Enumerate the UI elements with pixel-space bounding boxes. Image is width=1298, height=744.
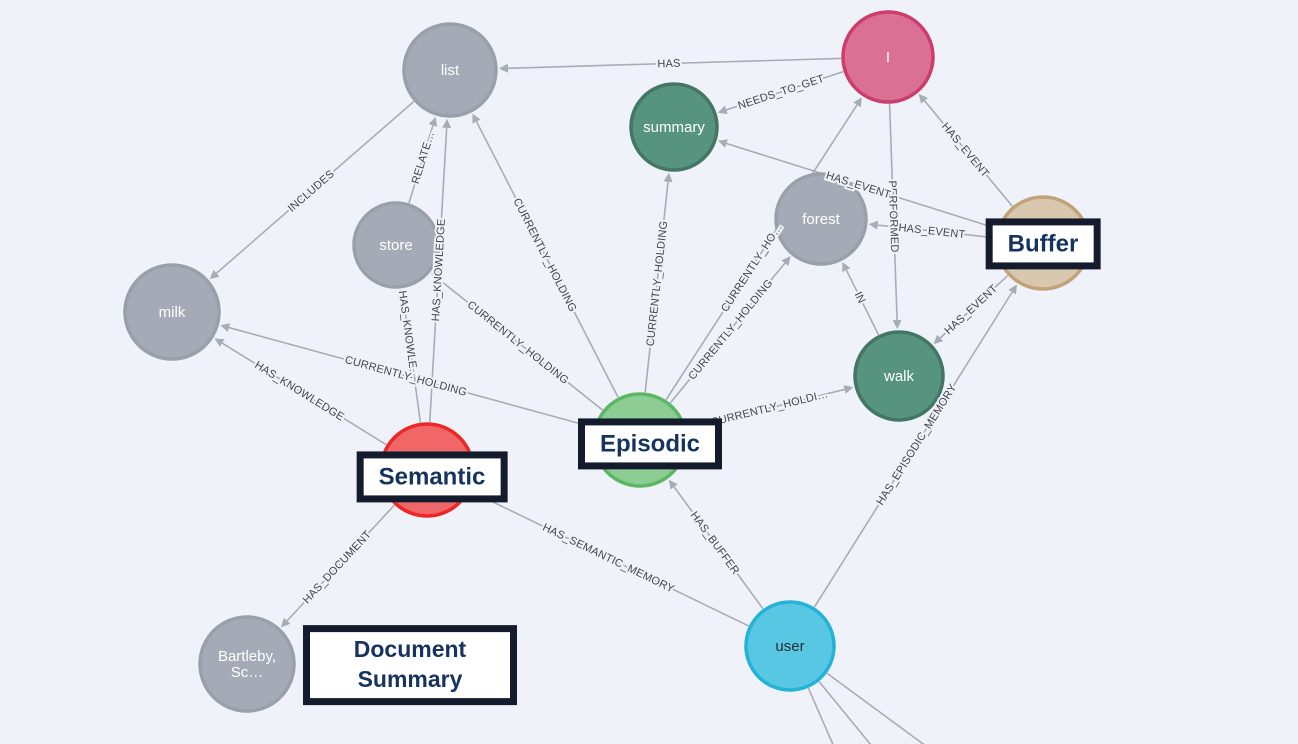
arrowhead-icon — [717, 105, 728, 115]
edge-label-currently-holdi[interactable]: CURRENTLY_HOLDI… — [708, 386, 832, 431]
graph-node-walk[interactable]: walk — [853, 330, 945, 422]
graph-edge-stub[interactable] — [826, 672, 934, 744]
graph-edge-needs-to-get[interactable] — [717, 70, 844, 115]
arrowhead-icon — [428, 116, 438, 127]
graph-edge-performed[interactable] — [888, 103, 902, 330]
graph-edge-has-buffer[interactable] — [668, 479, 764, 610]
edge-label-includes[interactable]: INCLUDES — [284, 166, 339, 217]
graph-node-episodic[interactable] — [592, 392, 688, 488]
graph-edge-has-knowle[interactable] — [398, 289, 422, 423]
arrowhead-icon — [214, 338, 225, 347]
arrowhead-icon — [431, 273, 441, 283]
graph-edge-currently-holding[interactable] — [644, 172, 673, 393]
edge-label-has-knowle[interactable]: HAS_KNOWLE… — [394, 288, 422, 382]
graph-node-semantic[interactable] — [379, 422, 475, 518]
arrowhead-icon — [843, 385, 854, 394]
graph-edge-has-episodic-memory[interactable] — [813, 284, 1017, 608]
graph-edge-has-event[interactable] — [933, 274, 1009, 345]
arrowhead-icon — [933, 334, 944, 345]
graph-node-store[interactable]: store — [352, 201, 440, 289]
arrowhead-icon — [442, 118, 452, 129]
edge-label-currently-holding[interactable]: CURRENTLY_HOLDING — [463, 297, 573, 389]
arrowhead-icon — [398, 289, 408, 300]
graph-edge-has[interactable] — [498, 57, 842, 73]
arrowhead-icon — [668, 479, 678, 490]
arrowhead-icon — [209, 269, 220, 280]
graph-edge-in[interactable] — [842, 261, 880, 336]
graph-edge-currently-holding[interactable] — [220, 323, 594, 429]
arrowhead-icon — [892, 319, 902, 330]
edge-label-has-document[interactable]: HAS_DOCUMENT — [299, 526, 376, 608]
graph-node-list[interactable]: list — [402, 22, 498, 118]
graph-node-user[interactable]: user — [744, 600, 836, 692]
arrowhead-icon — [1008, 284, 1017, 295]
edge-label-has-event[interactable]: HAS_EVENT — [941, 281, 1003, 339]
arrowhead-icon — [498, 63, 509, 73]
graph-edge-stub[interactable] — [807, 687, 838, 744]
graph-edge-currently-ho[interactable] — [665, 97, 862, 401]
edge-label-has-event[interactable]: HAS_EVENT — [937, 119, 993, 182]
graph-node-buffer[interactable] — [995, 195, 1091, 291]
arrowhead-icon — [781, 256, 791, 266]
graph-edge-relate[interactable] — [408, 116, 438, 204]
edge-label-currently-holding[interactable]: CURRENTLY_HOLDING — [643, 218, 673, 349]
arrowhead-icon — [663, 172, 673, 183]
edges-layer — [209, 57, 1017, 744]
graph-edge-currently-holding[interactable] — [669, 256, 791, 404]
graph-node-milk[interactable]: milk — [123, 263, 221, 361]
arrowhead-icon — [918, 93, 928, 104]
graph-node-summary[interactable]: summary — [629, 82, 719, 172]
nodes-layer: listIsummaryforeststoremilkwalkBartleby,… — [123, 10, 1091, 713]
graph-node-document[interactable]: Bartleby,Sc… — [198, 615, 296, 713]
graph-edge-includes[interactable] — [209, 100, 415, 280]
graph-edge-has-knowledge[interactable] — [214, 338, 387, 446]
edge-label-needs-to-get[interactable]: NEEDS_TO_GET — [734, 71, 828, 114]
graph-edge-has-event[interactable] — [717, 139, 998, 230]
edge-label-has-buffer[interactable]: HAS_BUFFER — [686, 508, 744, 579]
edge-label-performed[interactable]: PERFORMED — [884, 178, 902, 254]
edge-label-has-knowledge[interactable]: HAS_KNOWLEDGE — [250, 357, 348, 425]
edge-label-has[interactable]: HAS — [655, 56, 683, 73]
arrowhead-icon — [717, 139, 728, 148]
edge-label-relate[interactable]: RELATE… — [408, 128, 440, 188]
graph-edge-has-event[interactable] — [918, 93, 1013, 207]
edge-label-has-semantic-memory[interactable]: HAS_SEMANTIC_MEMORY — [539, 519, 679, 597]
graph-edge-has-event[interactable] — [868, 220, 996, 239]
edge-label-currently-holding[interactable]: CURRENTLY_HOLDING — [508, 194, 580, 316]
graph-edge-currently-holding[interactable] — [472, 113, 619, 398]
arrowhead-icon — [868, 220, 879, 230]
graph-edge-has-document[interactable] — [281, 504, 395, 628]
graph-edge-currently-holding[interactable] — [431, 273, 604, 411]
arrowhead-icon — [220, 323, 231, 332]
arrowhead-icon — [281, 617, 291, 628]
arrowhead-icon — [842, 261, 851, 273]
arrowhead-icon — [472, 113, 481, 124]
edge-label-in[interactable]: IN — [850, 288, 870, 308]
arrowhead-icon — [853, 97, 862, 108]
edge-label-has-event[interactable]: HAS_EVENT — [896, 220, 968, 243]
graph-node-i[interactable]: I — [841, 10, 935, 104]
